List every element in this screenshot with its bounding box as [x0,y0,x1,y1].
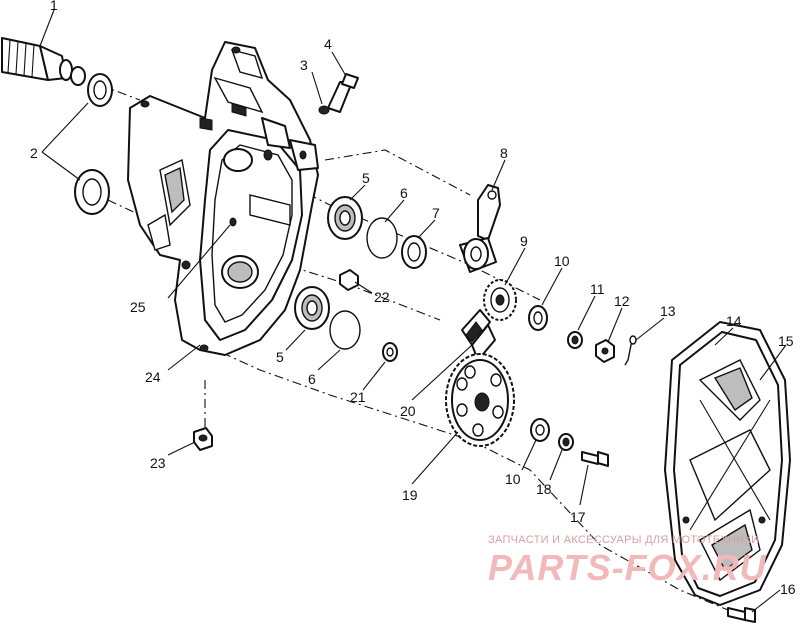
callout-label: 16 [780,581,796,597]
callout-label: 6 [400,185,408,201]
part-5-bearing-lower [294,286,330,330]
part-13-cotter-pin [624,335,637,366]
housing-top-ribs [140,46,264,131]
callout-numbers: 1 2 3 4 5 6 7 8 9 10 11 12 13 14 15 5 6 … [30,0,796,597]
part-11-washer [567,331,583,349]
callout-label: 13 [660,303,676,319]
callout-label: 2 [30,145,38,161]
callout-label: 7 [432,205,440,221]
part-16-cover-bolt [727,607,756,623]
callout-label: 12 [614,293,630,309]
part-23-drain-plug [193,427,213,451]
part-18-washer [558,433,574,451]
part-10-washer-lower [530,418,550,442]
part-17-bolt [581,451,609,467]
part-3-4-bolt [318,73,359,115]
callout-label: 4 [324,36,332,52]
part-12-nut [595,339,615,363]
callout-label: 19 [402,487,418,503]
callout-label: 10 [505,471,521,487]
callout-label: 25 [130,299,146,315]
callout-label: 1 [50,0,58,13]
callout-label: 17 [570,509,586,525]
part-15-cover [673,331,783,597]
callout-label: 9 [520,233,528,249]
callout-label: 8 [500,145,508,161]
housing-side-cutouts [147,158,191,251]
part-2-seals [74,73,113,215]
callout-label: 6 [308,371,316,387]
housing-bearing-bores [221,148,259,289]
part-5-bearing-upper [327,196,363,240]
callout-label: 15 [778,333,794,349]
chaincase-housing [127,41,319,356]
callout-leader-lines [39,9,787,613]
part-6-snap-rings [329,217,398,350]
part-8-tensioner-arm [459,184,501,273]
watermark-caption: ЗАПЧАСТИ И АКСЕССУАРЫ ДЛЯ МОТОТЕХНИКИ [488,534,759,546]
callout-label: 11 [590,281,605,297]
callout-label: 18 [536,481,552,497]
callout-label: 21 [350,389,366,405]
callout-label: 24 [145,369,161,385]
part-21-washer [382,342,398,362]
callout-label: 14 [726,313,742,329]
part-9-small-sprocket [483,279,517,321]
part-19-large-sprocket [445,353,515,447]
part-1-drive-shaft [1,37,86,86]
callout-label: 3 [300,57,308,73]
callout-label: 10 [554,253,570,269]
callout-label: 5 [276,349,284,365]
callout-label: 5 [362,170,370,186]
watermark-brand: PARTS-FOX.RU [488,547,767,588]
callout-label: 22 [374,289,390,305]
part-20-chain [461,309,496,361]
part-10-washer-upper [528,305,548,331]
part-22-nut [339,269,359,291]
callout-label: 23 [150,455,166,471]
shaft-splines [7,39,35,78]
housing-mount-tabs [181,117,319,352]
part-7-seal [401,235,427,269]
callout-label: 20 [400,403,416,419]
watermark: ЗАПЧАСТИ И АКСЕССУАРЫ ДЛЯ МОТОТЕХНИКИ PA… [488,534,767,588]
